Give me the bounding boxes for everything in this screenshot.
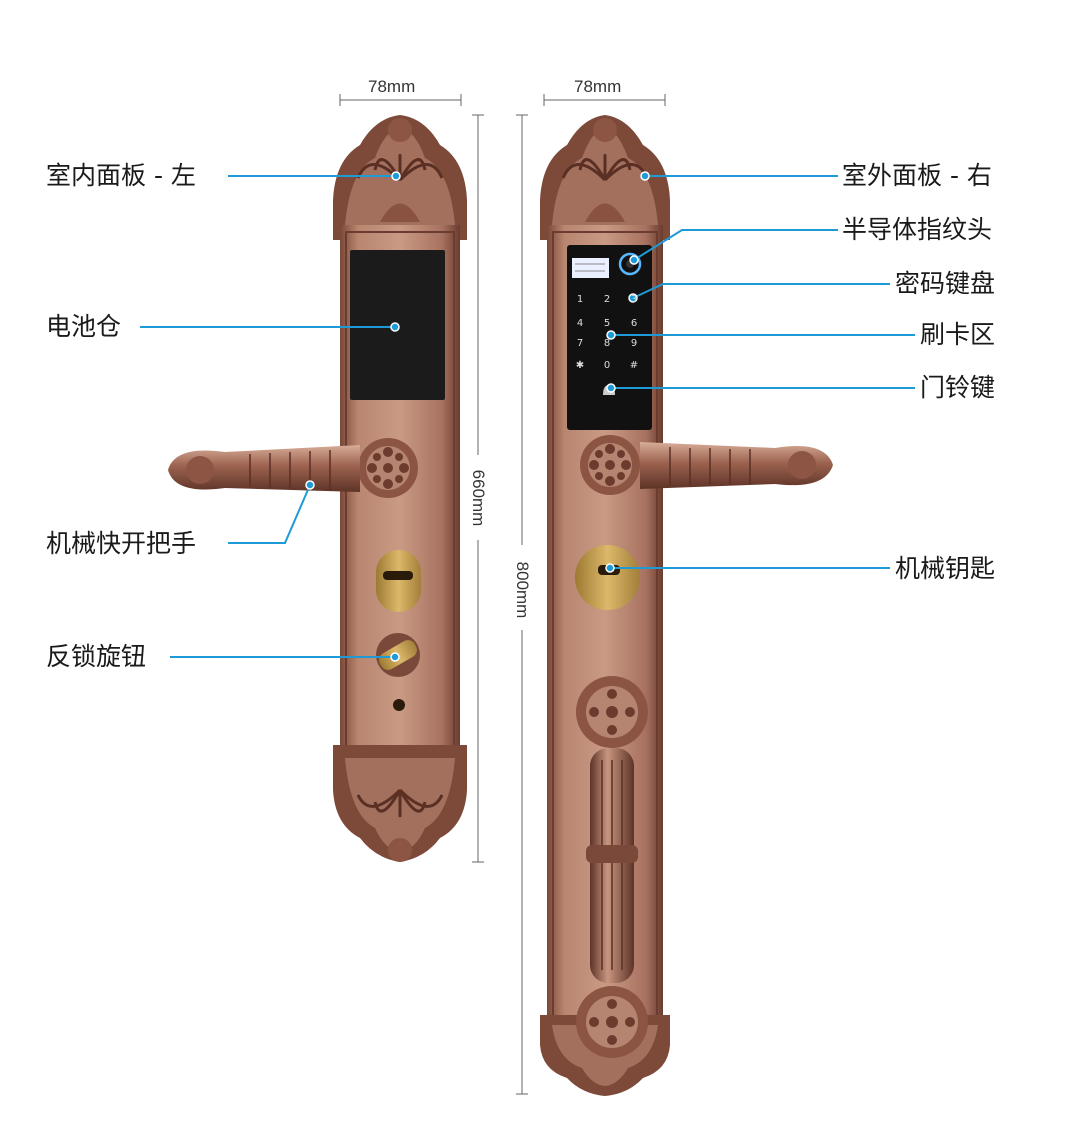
keypad-key: 3 bbox=[631, 294, 637, 305]
label-keypad: 密码键盘 bbox=[895, 269, 996, 298]
label-mechanical-key: 机械钥匙 bbox=[895, 554, 996, 583]
right-width-label: 78mm bbox=[574, 77, 622, 96]
dimension-lines bbox=[339, 94, 666, 1095]
outer-panel bbox=[540, 115, 833, 1096]
label-fingerprint: 半导体指纹头 bbox=[842, 215, 993, 244]
keypad-key: 7 bbox=[577, 338, 583, 349]
keypad-key: 6 bbox=[631, 318, 637, 329]
label-card-area: 刷卡区 bbox=[920, 320, 996, 349]
keypad-key: # bbox=[630, 360, 638, 371]
keypad-keys: 1 2 3 4 5 6 7 8 9 ✱ 0 # bbox=[576, 294, 638, 371]
label-outer-panel: 室外面板 - 右 bbox=[842, 161, 992, 190]
leader-dots bbox=[305, 171, 650, 662]
label-anti-lock-knob: 反锁旋钮 bbox=[46, 642, 147, 671]
label-inner-panel: 室内面板 - 左 bbox=[46, 161, 196, 190]
keypad-key: 1 bbox=[577, 294, 583, 305]
label-battery-box: 电池仓 bbox=[46, 312, 122, 341]
label-mechanical-handle: 机械快开把手 bbox=[46, 529, 197, 558]
left-height-label: 660mm bbox=[469, 469, 488, 527]
keypad-key: 5 bbox=[604, 318, 610, 329]
label-doorbell: 门铃键 bbox=[920, 373, 996, 402]
left-width-label: 78mm bbox=[368, 77, 416, 96]
leader-lines bbox=[140, 175, 915, 658]
keypad-key: 0 bbox=[604, 360, 610, 371]
keypad-key: 8 bbox=[604, 338, 610, 349]
keypad-key: 9 bbox=[631, 338, 637, 349]
inner-panel bbox=[168, 115, 467, 862]
keypad-key: 4 bbox=[577, 318, 583, 329]
right-height-label: 800mm bbox=[513, 561, 532, 619]
keypad-key: 2 bbox=[604, 294, 610, 305]
keypad-key: ✱ bbox=[576, 360, 584, 371]
